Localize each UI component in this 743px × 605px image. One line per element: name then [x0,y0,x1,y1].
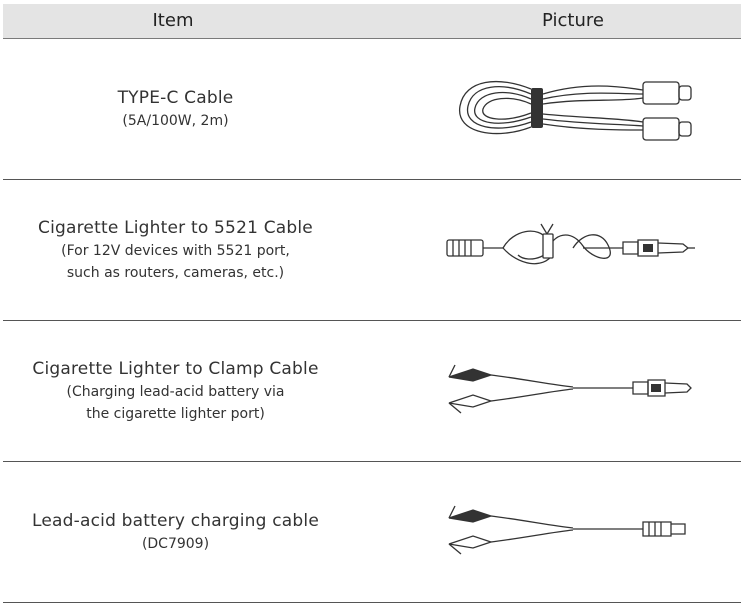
cigarette-5521-cable-icon [446,223,695,265]
item-subtitle: (DC7909) [141,536,210,552]
item-cell: Lead-acid battery charging cable (DC7909… [3,462,348,602]
table-row: Cigarette Lighter to Clamp Cable (Chargi… [3,321,741,462]
item-title: Lead-acid battery charging cable [32,511,319,531]
item-cell: TYPE-C Cable (5A/100W, 2m) [3,39,348,179]
item-cell: Cigarette Lighter to Clamp Cable (Chargi… [3,321,348,461]
item-subtitle: such as routers, cameras, etc.) [66,265,285,281]
picture-cell [423,180,723,320]
picture-cell [423,321,723,461]
table-row: TYPE-C Cable (5A/100W, 2m) [3,39,741,180]
usb-c-cable-icon [459,80,692,141]
picture-cell [423,462,723,602]
item-subtitle: (For 12V devices with 5521 port, [61,243,290,259]
item-cell: Cigarette Lighter to 5521 Cable (For 12V… [3,180,348,320]
table-header: Item Picture [3,4,741,39]
header-picture: Picture [542,10,604,31]
dc7909-clamp-cable-icon [448,505,686,555]
item-subtitle: (Charging lead-acid battery via [66,384,285,400]
table-row: Cigarette Lighter to 5521 Cable (For 12V… [3,180,741,321]
item-title: Cigarette Lighter to 5521 Cable [38,218,313,238]
picture-cell [423,39,723,179]
item-title: Cigarette Lighter to Clamp Cable [32,359,319,379]
item-subtitle: the cigarette lighter port) [86,406,265,422]
header-item: Item [152,10,194,31]
cigarette-clamp-cable-icon [448,364,692,414]
item-subtitle: (5A/100W, 2m) [122,113,229,129]
item-title: TYPE-C Cable [117,88,234,108]
table-row: Lead-acid battery charging cable (DC7909… [3,462,741,603]
